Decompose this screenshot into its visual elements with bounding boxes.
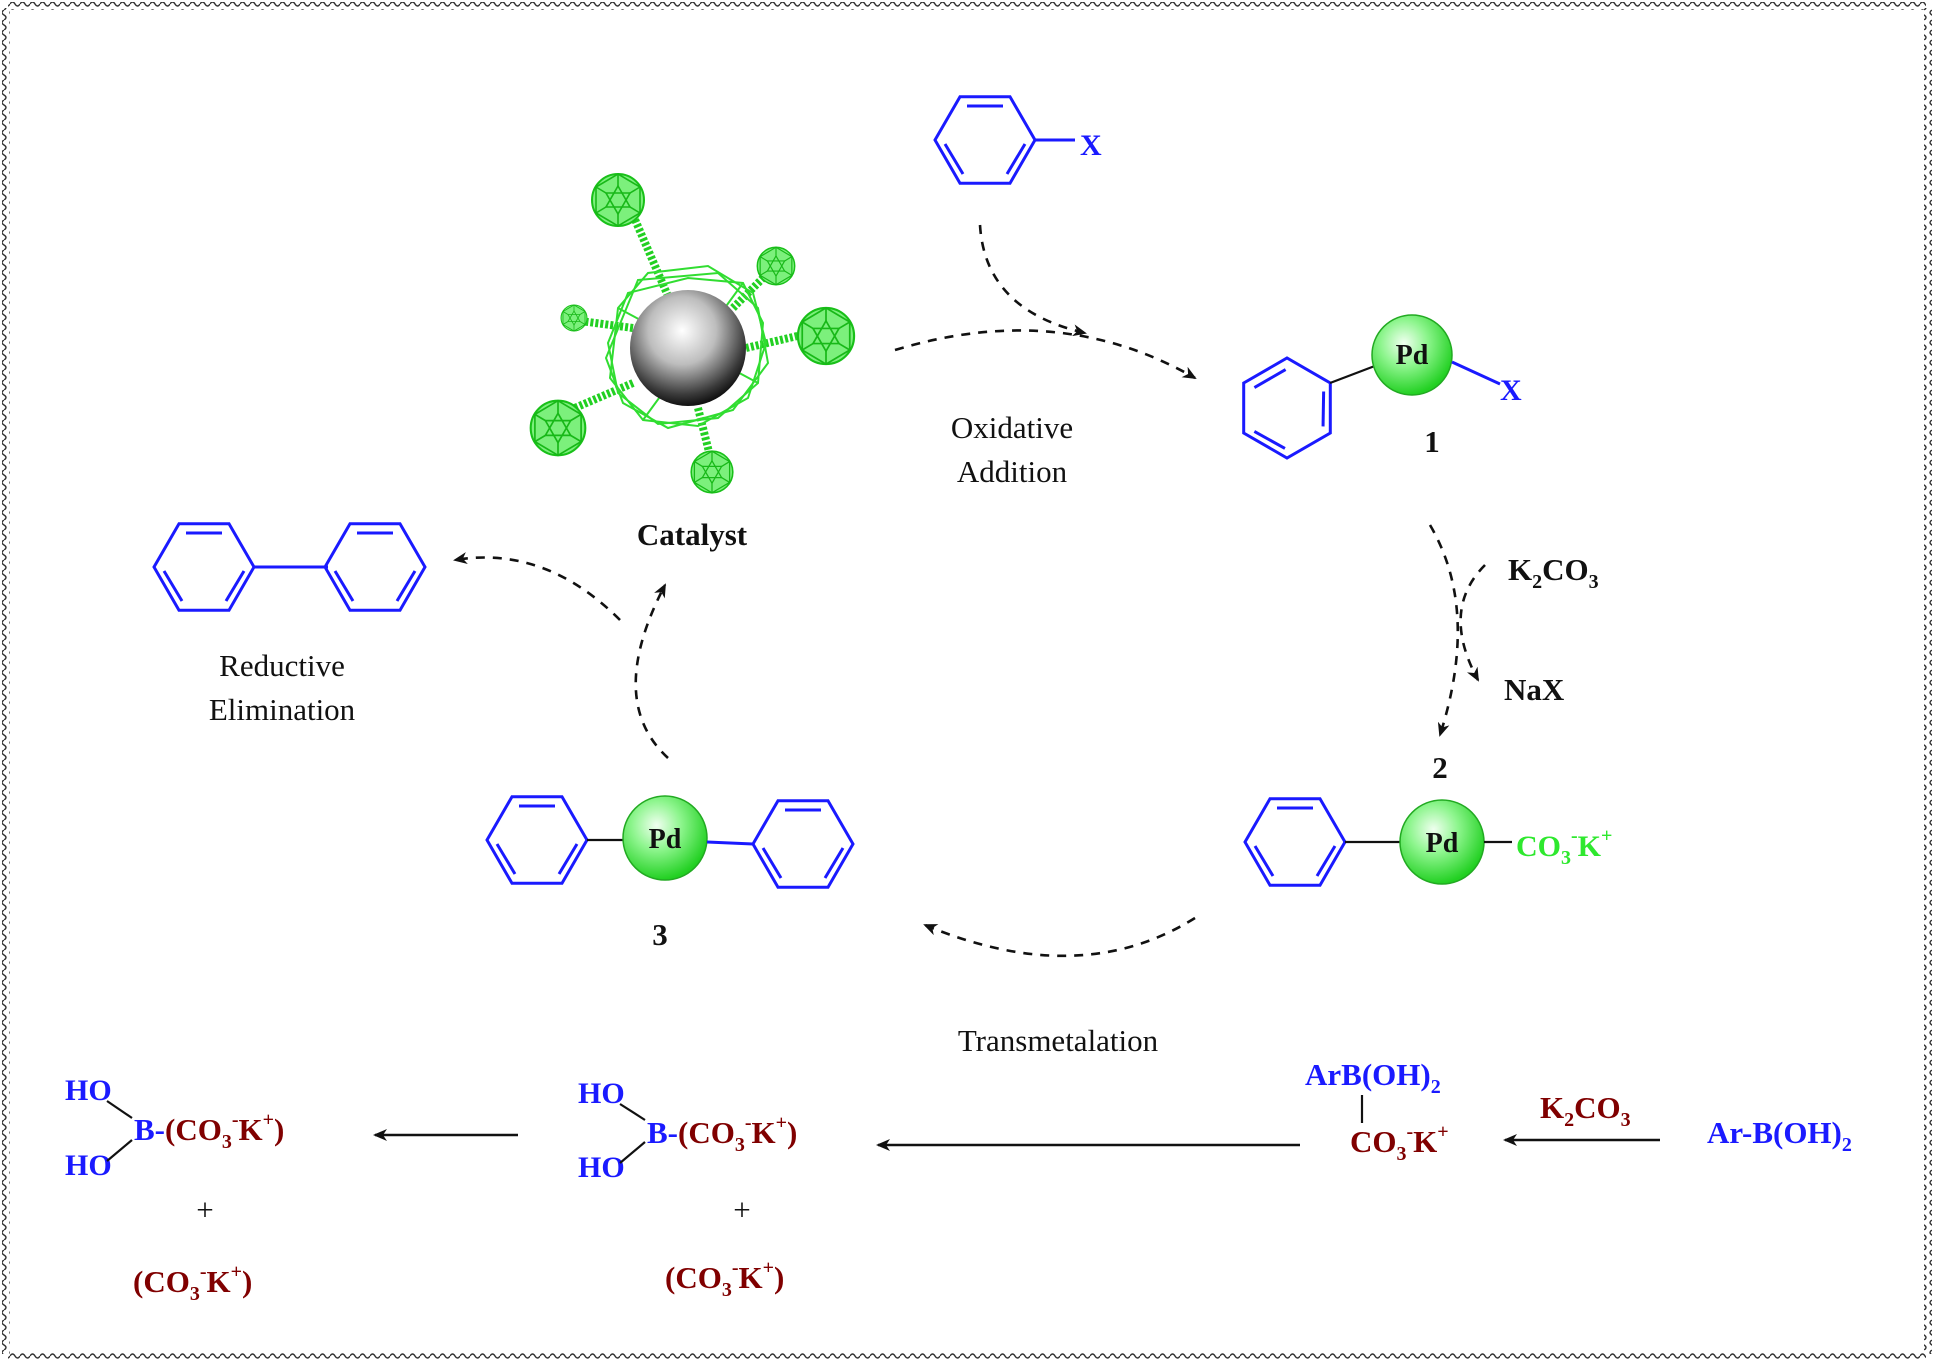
plus-middle: + [733, 1192, 750, 1227]
compound-3-number: 3 [652, 917, 668, 952]
reductive-label-line2: Elimination [209, 692, 356, 727]
pd-atom-3 [622, 795, 708, 881]
arboh2-adduct: ArB(OH)2 [1305, 1057, 1441, 1098]
pd-label-2: Pd [1426, 828, 1459, 859]
co3k-adduct: CO3-K+ [1350, 1121, 1449, 1165]
compound-2-number: 2 [1432, 750, 1448, 785]
pd-label-1: Pd [1396, 340, 1429, 371]
boron-pathway: Ar-B(OH)2 K2CO3 ArB(OH)2 CO3-K+ HO HO B-… [65, 1057, 1852, 1305]
oxidative-label-line1: Oxidative [951, 410, 1073, 445]
arrow-transmetalation [923, 916, 1196, 958]
k2co3-bottom: K2CO3 [1540, 1090, 1631, 1131]
arrow-arx-entry [978, 224, 1087, 337]
co3k-free-left: (CO3-K+) [133, 1261, 252, 1305]
compound-1: Pd X 1 [1220, 314, 1522, 472]
compound-3: Pd 3 [485, 795, 855, 952]
boron-complex-middle: B-(CO3-K+) [647, 1112, 797, 1156]
plus-left: + [196, 1192, 213, 1227]
pd-label-3: Pd [649, 824, 682, 855]
ar-boronic-acid: Ar-B(OH)2 [1707, 1115, 1852, 1156]
arrow-1-to-2 [1428, 524, 1460, 737]
arrow-3-to-catalyst [634, 583, 669, 759]
halide-x-label: X [1080, 129, 1102, 162]
transmetalation-label: Transmetalation [958, 1023, 1159, 1058]
ho-bottom-left: HO [65, 1149, 112, 1182]
arrow-k2co3-nax [1459, 564, 1486, 682]
arrow-reductive-elimination [453, 552, 621, 621]
x-label-1: X [1500, 374, 1522, 407]
co3k-free-middle: (CO3-K+) [665, 1257, 784, 1301]
aryl-halide-reactant: X [933, 95, 1102, 185]
arrow-oxidative-addition [894, 329, 1197, 380]
catalyst-label: Catalyst [637, 517, 748, 552]
boron-complex-left: B-(CO3-K+) [134, 1109, 284, 1153]
pd-atom-1 [1371, 314, 1453, 396]
k2co3-reagent: K2CO3 [1508, 552, 1599, 593]
ho-bottom-middle: HO [578, 1151, 625, 1184]
ho-top-middle: HO [578, 1077, 625, 1110]
oxidative-label-line2: Addition [957, 454, 1068, 489]
reductive-label-line1: Reductive [219, 648, 345, 683]
ho-top-left: HO [65, 1074, 112, 1107]
cycle-arrows [453, 224, 1486, 958]
biphenyl-product [152, 522, 427, 612]
compound-2: 2 Pd CO3-K+ [1243, 750, 1612, 887]
compound-1-number: 1 [1424, 424, 1440, 459]
catalyst-structure [529, 173, 856, 494]
nax-byproduct: NaX [1504, 672, 1565, 707]
co3k-ligand: CO3-K+ [1516, 825, 1612, 869]
